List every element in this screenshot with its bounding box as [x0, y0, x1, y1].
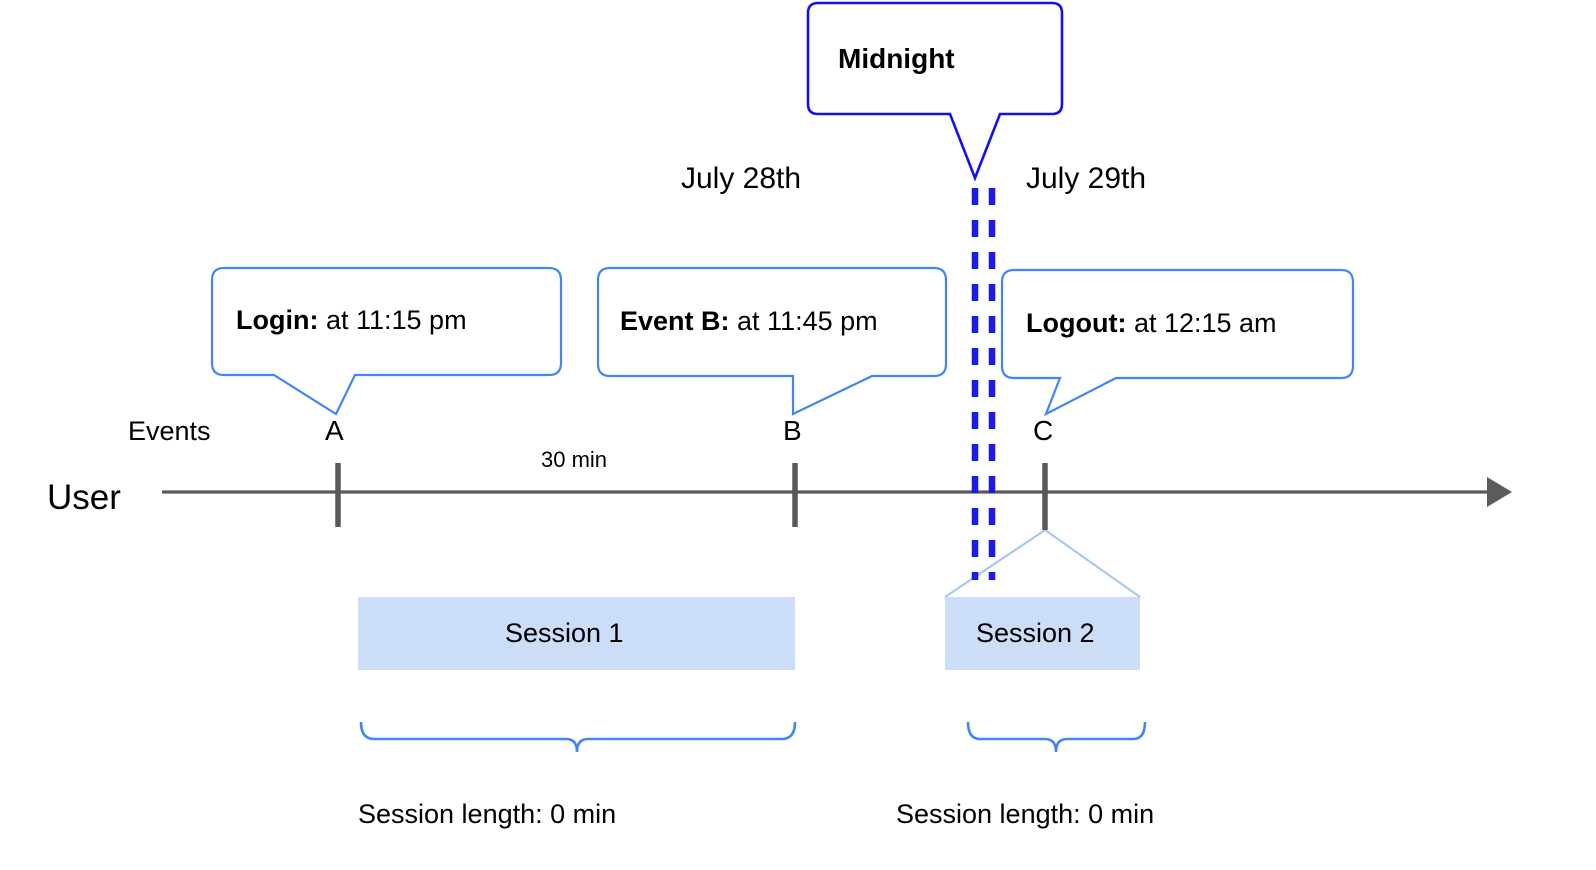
logout-callout-text: Logout: at 12:15 am: [1026, 310, 1277, 337]
session-1-length-label: Session length: 0 min: [358, 799, 617, 829]
eventb-callout-detail: at 11:45 pm: [729, 306, 878, 336]
login-callout-shape: [210, 266, 563, 416]
session-2-brace: [966, 721, 1147, 753]
date-label-july-29: July 29th: [1026, 162, 1147, 195]
date-label-july-28: July 28th: [681, 162, 802, 195]
marker-label-b: B: [783, 415, 802, 446]
timeline-arrow-icon: [1487, 477, 1512, 507]
login-callout-title: Login:: [236, 305, 319, 335]
eventb-callout-shape: [596, 266, 948, 416]
session-2-label: Session 2: [976, 618, 1095, 648]
midnight-callout-shape: [806, 1, 1064, 182]
logout-callout-title: Logout:: [1026, 308, 1127, 338]
eventb-callout-text: Event B: at 11:45 pm: [620, 308, 878, 335]
session-1-box: [358, 597, 795, 670]
duration-label-30-min: 30 min: [541, 447, 608, 472]
session-2-length-label: Session length: 0 min: [896, 799, 1155, 829]
logout-callout-detail: at 12:15 am: [1126, 308, 1277, 338]
session-2-box: [945, 597, 1140, 670]
marker-label-a: A: [325, 415, 344, 446]
session-1-label: Session 1: [505, 618, 624, 648]
login-callout-text: Login: at 11:15 pm: [236, 307, 467, 334]
logout-callout-shape: [1000, 268, 1355, 417]
marker-label-c: C: [1033, 415, 1054, 446]
events-row-label: Events: [128, 416, 211, 446]
session-1-brace: [359, 721, 797, 753]
user-row-label: User: [47, 478, 121, 517]
midnight-label: Midnight: [838, 43, 955, 74]
session-2-roof: [944, 529, 1141, 598]
login-callout-detail: at 11:15 pm: [318, 305, 467, 335]
eventb-callout-title: Event B:: [620, 306, 730, 336]
